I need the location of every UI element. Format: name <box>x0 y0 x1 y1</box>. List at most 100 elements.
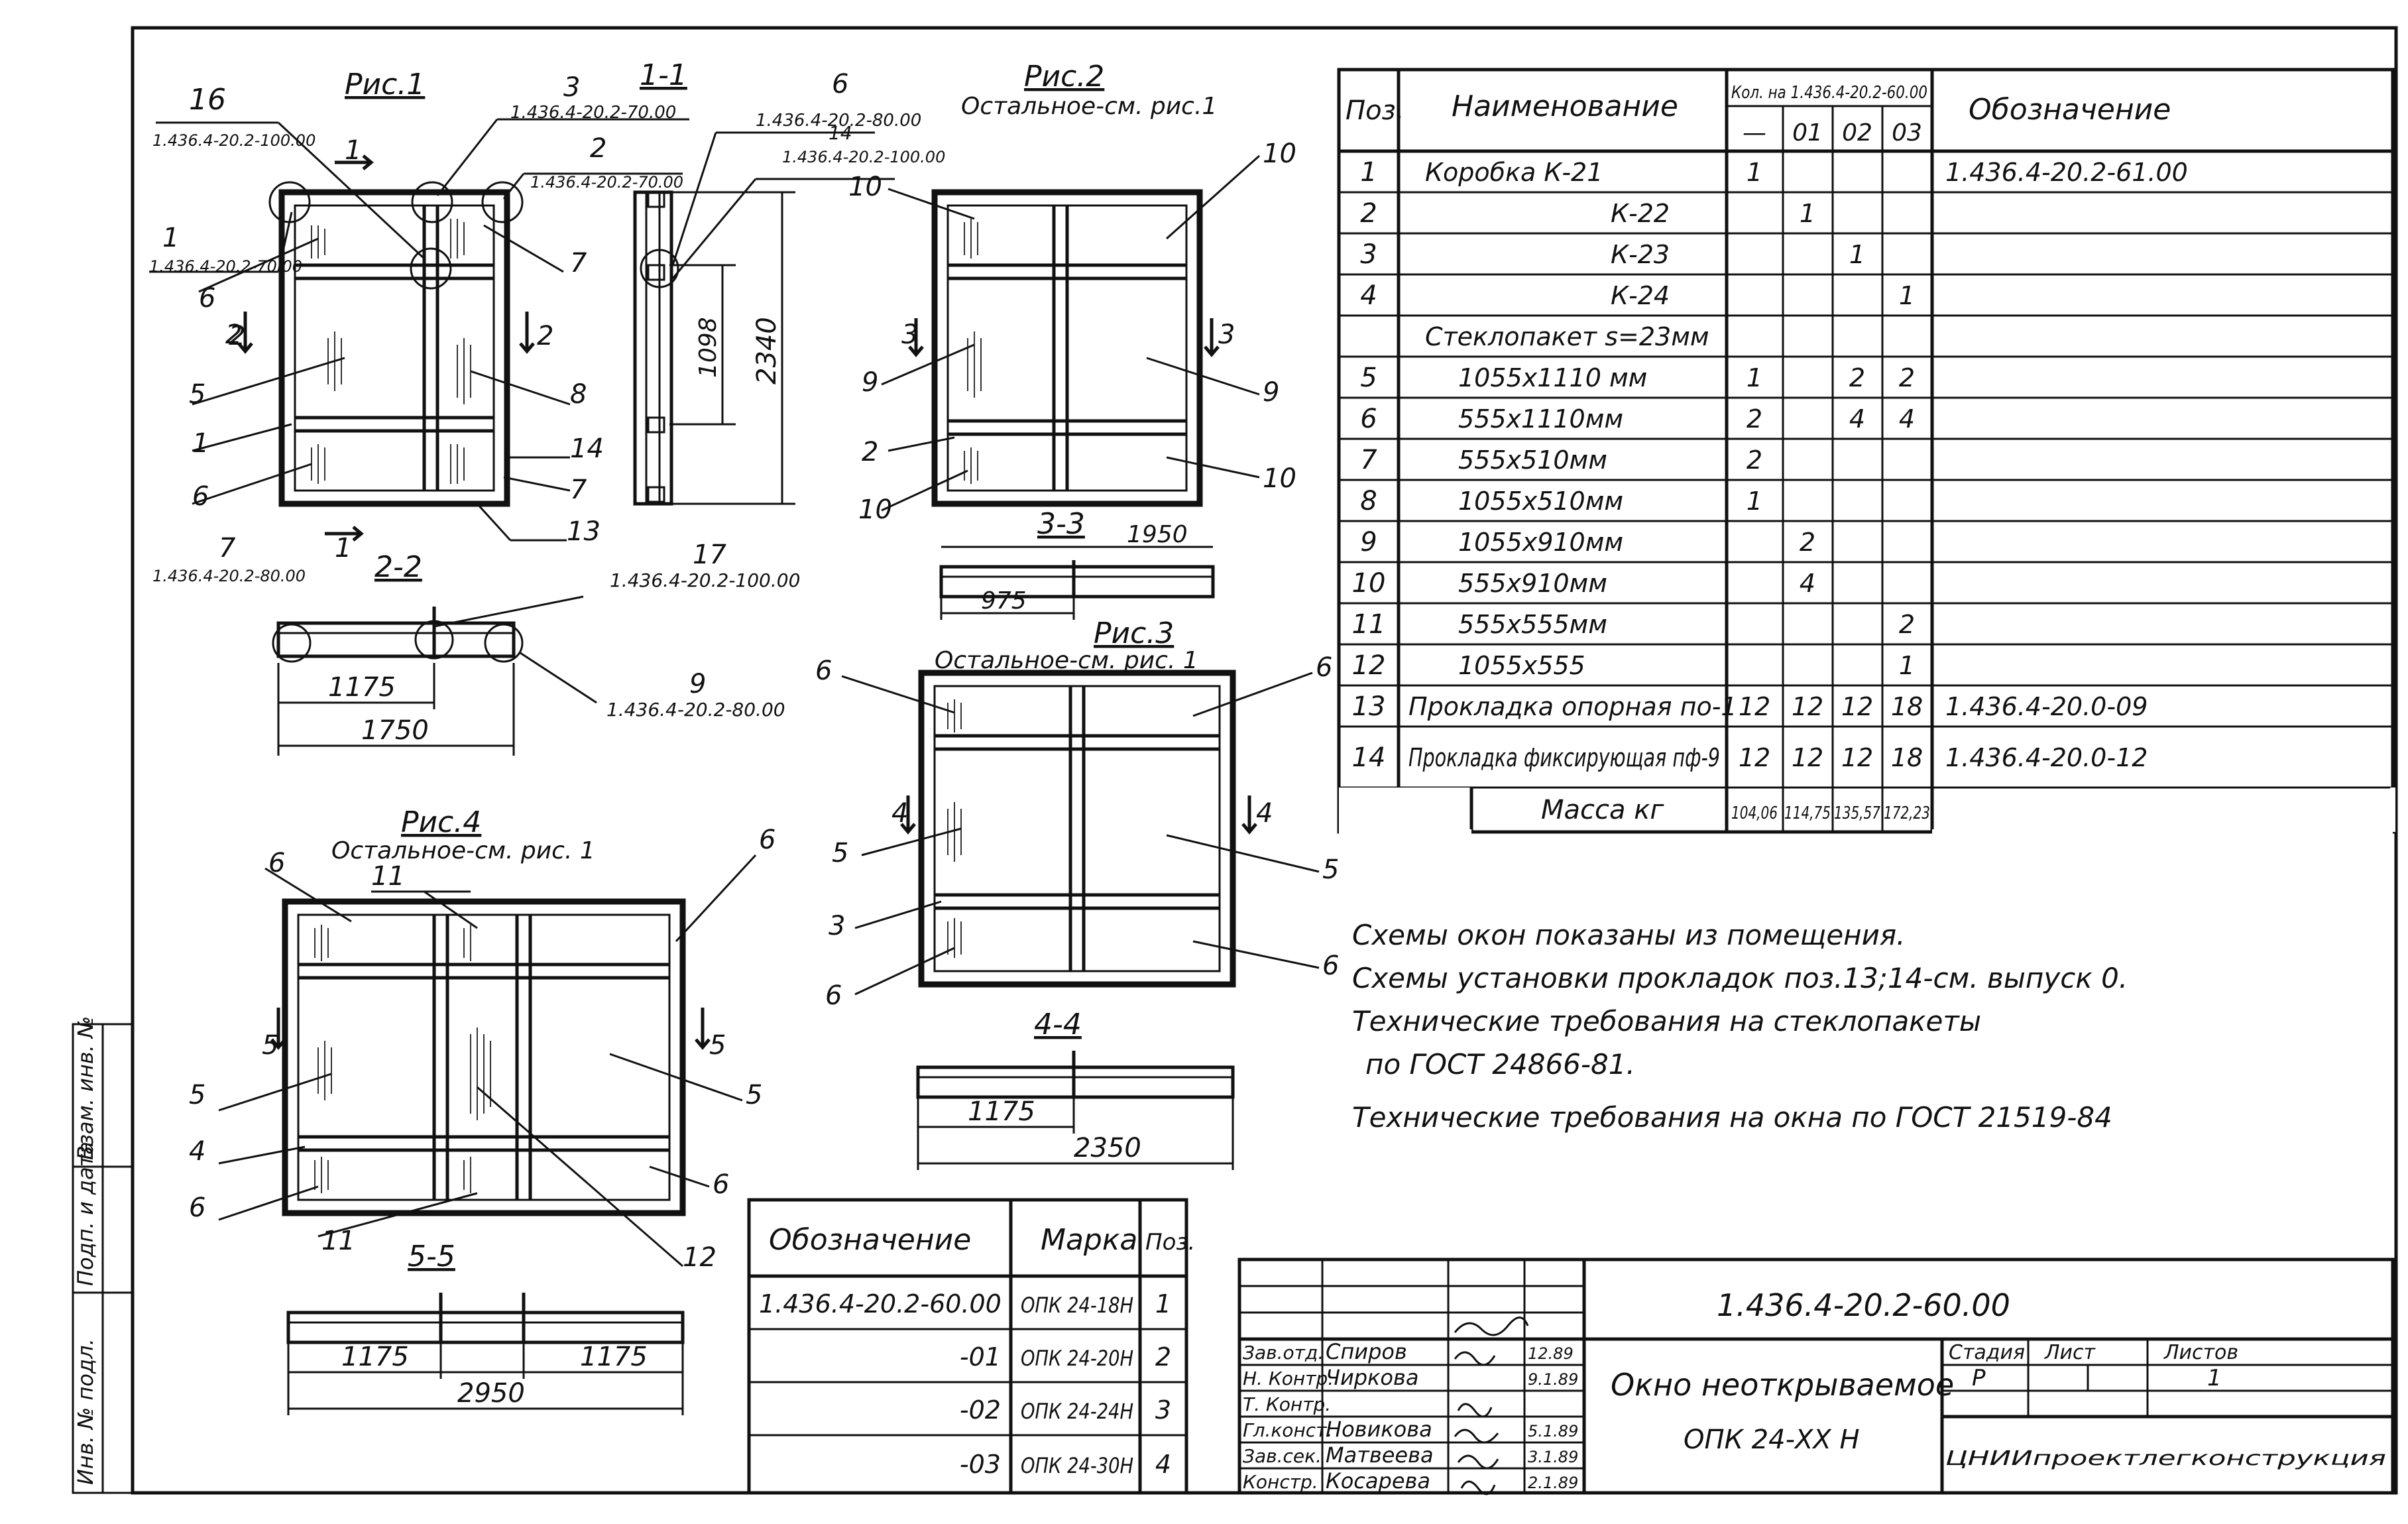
marks-row-mark: ОПК 24-30Н <box>1021 1453 1133 1478</box>
sec22-dim-1175: 1175 <box>328 672 396 703</box>
fig4-callout-11a: 11 <box>371 861 405 892</box>
stamp-repl-label: Взам. инв. № <box>73 1016 98 1160</box>
fig1-callout-13: 13 <box>567 516 601 547</box>
section-2-2: 2-2 7 1.436.4-20.2-80.00 17 1.436.4-20.2… <box>152 533 800 756</box>
staff-name: Косарева <box>1326 1468 1430 1494</box>
spec-row-qty-0: 2 <box>1747 404 1762 434</box>
spec-row-name: Стеклопакет s=23мм <box>1425 322 1709 351</box>
spec-row-qty-2: 4 <box>1849 404 1865 434</box>
sec44-dim-2350: 2350 <box>1074 1133 1141 1163</box>
fig1-callout-16-code: 1.436.4-20.2-100.00 <box>152 131 315 150</box>
fig3-callout-5b: 5 <box>1322 854 1339 885</box>
marks-row-designation: -01 <box>960 1342 1001 1372</box>
spec-row-pos: 11 <box>1352 609 1386 640</box>
sec33-dim-975: 975 <box>981 587 1027 615</box>
marks-table: Обозначение Марка Поз. 1.436.4-20.2-60.0… <box>747 1198 1195 1495</box>
fig1-section-2a: 2 <box>229 321 245 351</box>
marks-row-designation: -02 <box>960 1395 1001 1425</box>
spec-row-pos: 9 <box>1360 527 1377 557</box>
tb-doc-name-2: ОПК 24-ХХ Н <box>1684 1425 1860 1455</box>
fig3-callout-6c: 6 <box>825 980 842 1011</box>
spec-row-qty-0: 12 <box>1739 692 1770 721</box>
stamp-inv-label: Инв. № подл. <box>73 1338 98 1485</box>
sec22-callout-17: 17 <box>693 540 726 570</box>
sec11-callout-6-code: 1.436.4-20.2-80.00 <box>756 111 921 131</box>
tb-doc-code: 1.436.4-20.2-60.00 <box>1717 1287 2010 1323</box>
spec-row-name: 1055x1110 мм <box>1458 363 1647 392</box>
sec11-title: 1-1 <box>640 58 687 92</box>
spec-row-name: К-23 <box>1611 240 1670 269</box>
marks-header-designation: Обозначение <box>769 1223 971 1257</box>
fig1-callout-6b: 6 <box>192 481 209 512</box>
staff-date: 12.89 <box>1528 1344 1574 1363</box>
fig4-callout-6d: 6 <box>713 1169 729 1200</box>
section-4-4: 4-4 1175 2350 <box>916 1008 1235 1170</box>
fig1-callout-2-code: 1.436.4-20.2-70.00 <box>530 173 683 192</box>
staff-name: Чиркова <box>1326 1365 1418 1390</box>
staff-date: 3.1.89 <box>1528 1448 1578 1466</box>
fig1-callout-2: 2 <box>590 133 606 164</box>
fig2-callout-10d: 10 <box>1263 463 1296 494</box>
marks-row-mark: ОПК 24-20Н <box>1021 1346 1133 1371</box>
staff-role: Констр. <box>1243 1471 1318 1493</box>
fig2-title: Рис.2 <box>1024 60 1104 93</box>
sec55-title: 5-5 <box>408 1240 455 1273</box>
fig4-callout-6b: 6 <box>759 825 775 855</box>
marks-row-pos: 2 <box>1155 1342 1171 1372</box>
section-3-3: 3-3 1950 975 <box>939 507 1215 620</box>
spec-row-pos: 14 <box>1352 742 1386 773</box>
sec22-dim-1750: 1750 <box>361 715 429 746</box>
staff-date: 5.1.89 <box>1528 1422 1578 1440</box>
spec-mass-0: 104,06 <box>1731 803 1778 823</box>
fig2-subtitle: Остальное-см. рис.1 <box>961 93 1217 120</box>
spec-row-qty-0: 1 <box>1747 363 1762 392</box>
fig1-callout-1-code: 1.436.4-20.2-70.00 <box>149 257 302 276</box>
fig1-outer-frame <box>278 189 510 507</box>
fig2-callout-2: 2 <box>862 437 878 467</box>
spec-row-qty-2: 12 <box>1841 743 1873 772</box>
sec22-callout-9-code: 1.436.4-20.2-80.00 <box>606 699 785 721</box>
spec-row-name: Прокладка фиксирующая пф-9 <box>1408 743 1720 772</box>
fig3-title: Рис.3 <box>1094 616 1174 650</box>
spec-row-designation: 1.436.4-20.2-61.00 <box>1945 158 2188 187</box>
sec33-dim-1950: 1950 <box>1127 521 1188 548</box>
spec-row-name: 555x1110мм <box>1458 404 1623 434</box>
spec-row-pos: 1 <box>1360 157 1377 188</box>
sec55-dim-1175a: 1175 <box>341 1342 409 1372</box>
spec-row-qty-3: 1 <box>1899 281 1915 310</box>
fig1-section-2b: 2 <box>537 321 553 351</box>
figure-4: Рис.4 Остальное-см. рис. 1 <box>189 805 775 1273</box>
marks-header-mark: Марка <box>1041 1223 1137 1257</box>
sec22-callout-17-code: 1.436.4-20.2-100.00 <box>610 569 800 591</box>
tb-sheets: 1 <box>2207 1365 2222 1391</box>
spec-row-qty-3: 18 <box>1891 743 1923 772</box>
fig3-callout-6a: 6 <box>815 656 832 686</box>
staff-row: Т. Контр. <box>1243 1393 1331 1415</box>
section-1-1: 1-1 6 1.436.4-20.2-80.00 14 1.436.4-20.2… <box>633 58 945 506</box>
spec-row-qty-0: 12 <box>1739 743 1770 772</box>
sec22-title: 2-2 <box>374 550 422 584</box>
spec-row-qty-2: 2 <box>1849 363 1865 392</box>
staff-date: 9.1.89 <box>1528 1370 1578 1389</box>
fig4-callout-6a: 6 <box>268 848 285 878</box>
tb-stage: Р <box>1972 1365 1986 1391</box>
spec-row-qty-3: 2 <box>1899 610 1915 639</box>
fig2-callout-9b: 9 <box>1263 377 1279 408</box>
fig3-section-4a: 4 <box>891 798 908 829</box>
spec-row-name: Прокладка опорная по-1 <box>1408 692 1737 721</box>
staff-role: Н. Контр. <box>1243 1368 1334 1389</box>
fig4-callout-5b: 5 <box>746 1080 762 1110</box>
notes: Схемы окон показаны из помещения. Схемы … <box>1352 919 2128 1134</box>
figure-3: Рис.3 Остальное-см. рис. 1 6 6 <box>815 616 1339 1011</box>
title-block: 1.436.4-20.2-60.00 Окно неоткрываемое ОП… <box>1237 1258 2395 1495</box>
